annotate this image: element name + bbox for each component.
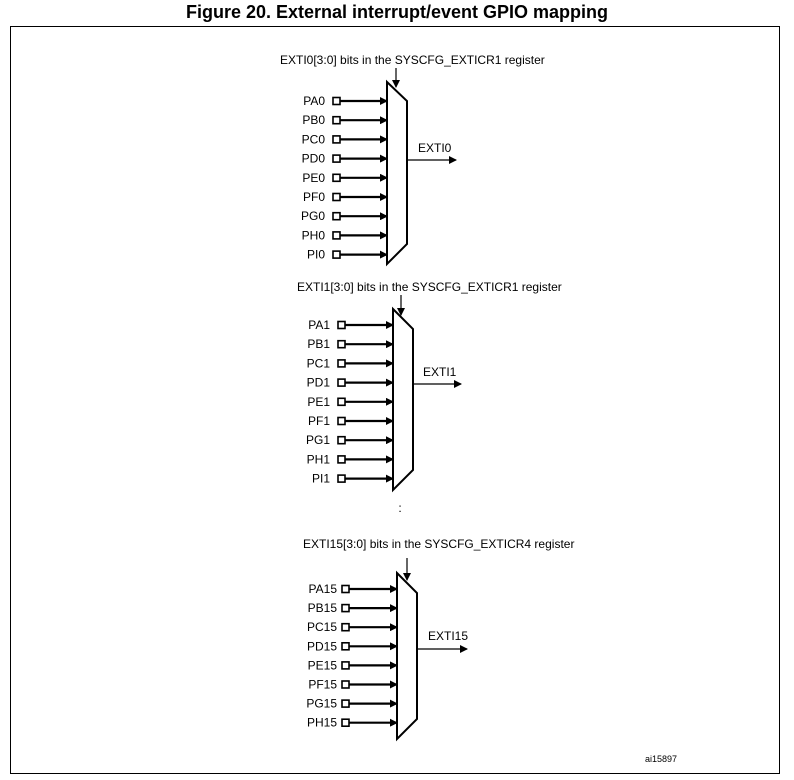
input-label: PF1 (308, 414, 330, 428)
input-label: PD15 (307, 639, 337, 653)
mux-2: EXTI15[3:0] bits in the SYSCFG_EXTICR4 r… (303, 537, 574, 742)
input-label: PE1 (307, 395, 330, 409)
pin-box (332, 135, 341, 144)
input-label: PH15 (307, 716, 337, 730)
pin-box (332, 173, 341, 183)
pin-box (341, 680, 350, 689)
mux-body (392, 306, 414, 493)
register-label: EXTI0[3:0] bits in the SYSCFG_EXTICR1 re… (280, 53, 545, 67)
pin-box (332, 154, 341, 163)
pin-box (332, 211, 341, 221)
input-label: PB0 (302, 113, 325, 127)
pin-box (337, 359, 346, 368)
mux-body (386, 79, 408, 267)
pin-box (337, 416, 346, 426)
input-label: PD1 (307, 376, 331, 390)
figure-title: Figure 20. External interrupt/event GPIO… (185, 2, 609, 22)
pin-box (341, 584, 350, 594)
input-label: PE15 (308, 658, 338, 672)
output-label: EXTI1 (423, 365, 457, 379)
pin-box (337, 455, 346, 464)
input-label: PI0 (307, 248, 325, 262)
mux-0: EXTI0[3:0] bits in the SYSCFG_EXTICR1 re… (280, 53, 545, 267)
pin-box (341, 699, 350, 708)
input-label: PA0 (303, 94, 325, 108)
pin-box (341, 718, 350, 728)
pin-box (332, 231, 341, 240)
pin-box (332, 192, 341, 202)
input-label: PC15 (307, 620, 337, 634)
register-label: EXTI1[3:0] bits in the SYSCFG_EXTICR1 re… (297, 280, 562, 294)
pin-box (341, 641, 350, 651)
input-label: PG1 (306, 433, 330, 447)
pin-box (337, 435, 346, 445)
input-label: PG15 (306, 697, 337, 711)
pin-box (332, 96, 341, 106)
output-label: EXTI15 (428, 629, 468, 643)
input-label: PA1 (308, 318, 330, 332)
input-label: PA15 (309, 582, 338, 596)
pin-box (337, 397, 346, 407)
register-label: EXTI15[3:0] bits in the SYSCFG_EXTICR4 r… (303, 537, 574, 551)
input-label: PG0 (301, 209, 325, 223)
pin-box (337, 378, 346, 387)
input-label: PI1 (312, 472, 330, 486)
pin-box (337, 474, 346, 483)
input-label: PF0 (303, 190, 325, 204)
pin-box (332, 115, 341, 125)
pin-box (337, 320, 346, 330)
input-label: PC0 (302, 132, 326, 146)
input-label: PB15 (308, 601, 338, 615)
input-label: PE0 (302, 171, 325, 185)
pin-box (341, 603, 350, 613)
pin-box (332, 250, 341, 259)
input-label: PH0 (302, 228, 326, 242)
output-label: EXTI0 (418, 141, 452, 155)
figure-frame (10, 26, 780, 774)
pin-box (337, 339, 346, 349)
figure-id: ai15897 (645, 754, 677, 764)
input-label: PC1 (307, 356, 331, 370)
input-label: PH1 (307, 452, 331, 466)
input-label: PF15 (308, 678, 337, 692)
input-label: PD0 (302, 152, 326, 166)
mux-1: EXTI1[3:0] bits in the SYSCFG_EXTICR1 re… (297, 280, 562, 493)
pin-box (341, 661, 350, 670)
input-label: PB1 (307, 337, 330, 351)
pin-box (341, 622, 350, 632)
mux-body (396, 570, 418, 742)
vertical-ellipsis: : (398, 501, 401, 515)
